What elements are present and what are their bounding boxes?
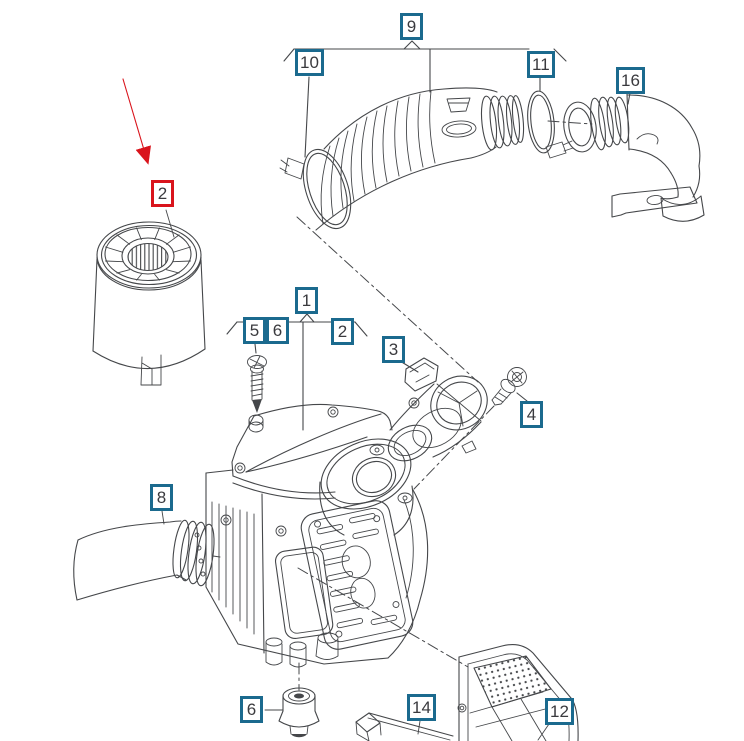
callout-6[interactable]: 6	[266, 317, 289, 344]
callout-16[interactable]: 16	[616, 67, 645, 94]
part-12-intake-grille	[457, 644, 579, 741]
part-3-air-mass-sensor	[387, 357, 488, 462]
callout-1[interactable]: 1	[295, 287, 318, 314]
part-8-air-duct	[73, 510, 221, 601]
part-9-intake-hose	[315, 87, 525, 231]
part-2-air-filter-element	[92, 209, 206, 386]
grille-mesh	[473, 655, 552, 708]
callout-4[interactable]: 4	[520, 401, 543, 428]
part-10-hose-clamp	[279, 148, 352, 230]
callout-2-highlighted[interactable]: 2	[151, 180, 174, 207]
filter-spokes	[105, 227, 191, 281]
callout-12[interactable]: 12	[545, 698, 574, 725]
part-6-grommet	[264, 687, 320, 738]
callout-5[interactable]: 5	[243, 317, 266, 344]
part-11-hose-clamp	[527, 90, 574, 159]
callout-9[interactable]: 9	[400, 13, 423, 40]
callout-8[interactable]: 8	[150, 484, 173, 511]
part-16-elbow	[563, 93, 705, 222]
part-5-screw	[247, 355, 267, 433]
housing-bolts	[220, 397, 420, 537]
callout-6-bottom[interactable]: 6	[240, 696, 263, 723]
callout-2[interactable]: 2	[331, 318, 354, 345]
hose-emblem	[446, 97, 471, 113]
callout-11[interactable]: 11	[527, 51, 555, 78]
hose-corrugations	[320, 90, 436, 225]
callout-14[interactable]: 14	[407, 694, 436, 721]
housing-vent-plate	[300, 500, 414, 650]
housing-ribs	[211, 501, 255, 635]
housing-drain-ports	[265, 632, 339, 668]
callout-3[interactable]: 3	[382, 336, 405, 363]
housing-window	[274, 546, 334, 640]
highlight-arrow	[122, 78, 151, 165]
assembly-axis-lines	[296, 120, 593, 691]
part-14-bracket	[355, 712, 454, 741]
part-1-air-cleaner-housing	[205, 397, 429, 668]
housing-collar	[319, 438, 414, 536]
callout-10[interactable]: 10	[295, 49, 324, 76]
part-4-screw	[491, 367, 527, 406]
